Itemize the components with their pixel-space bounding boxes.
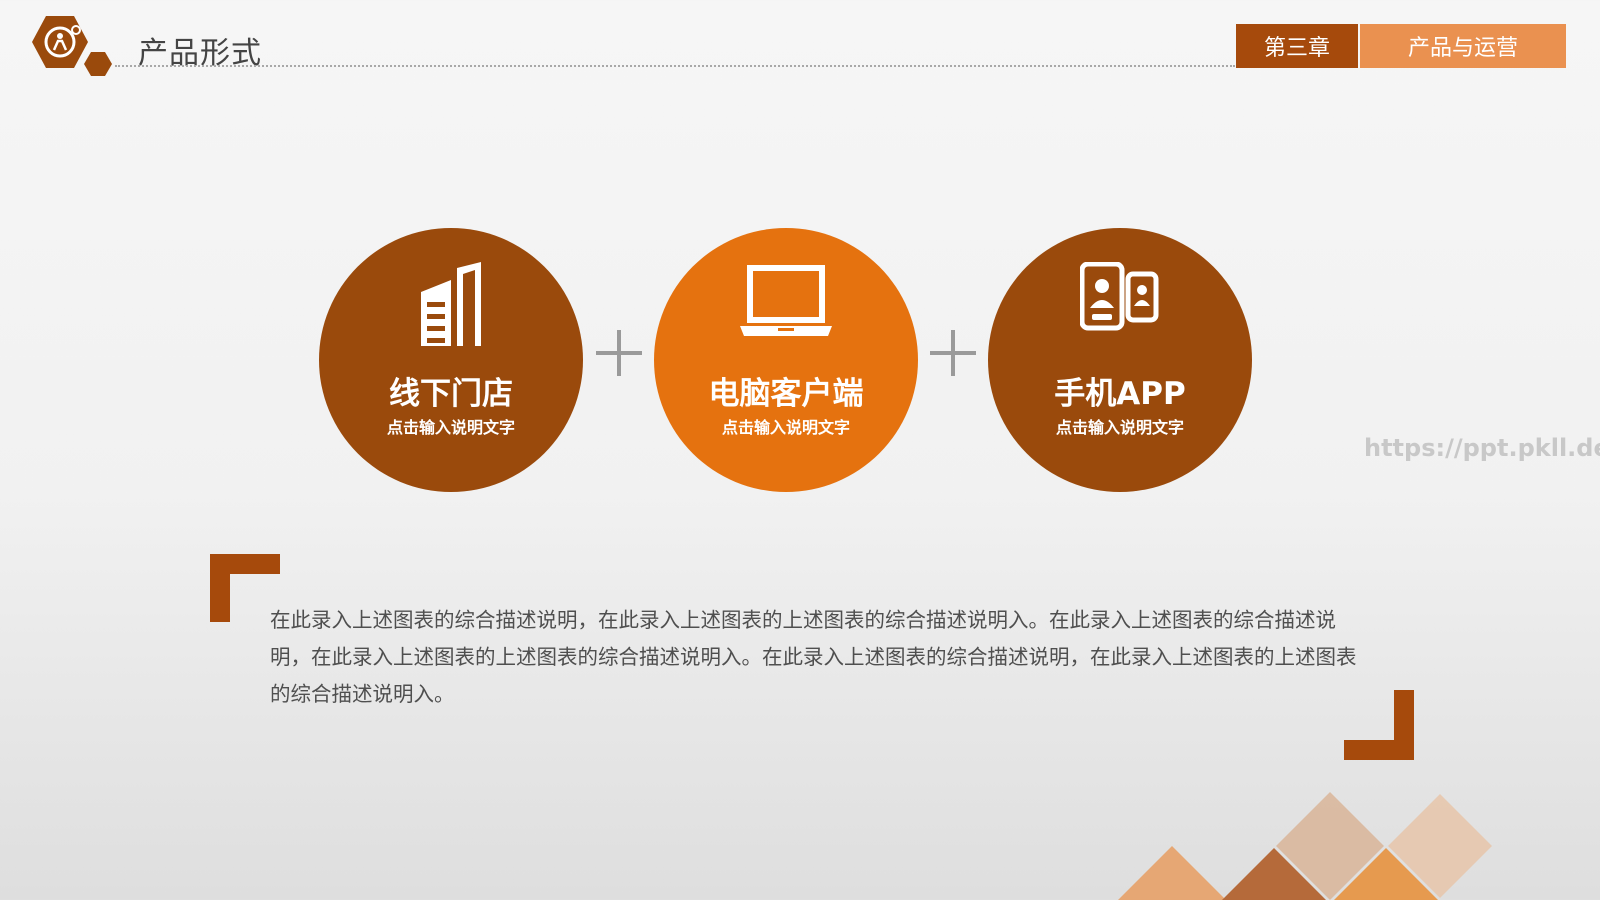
form-pc-client[interactable]: 电脑客户端 点击输入说明文字 <box>654 228 918 492</box>
laptop-icon <box>740 265 832 336</box>
logo-icon <box>32 16 112 76</box>
form-offline-store[interactable]: 线下门店 点击输入说明文字 <box>319 228 583 492</box>
phone-contact-icon <box>1080 262 1159 331</box>
building-icon <box>421 262 481 346</box>
form-subtitle: 点击输入说明文字 <box>1055 418 1184 437</box>
form-title: 电脑客户端 <box>708 376 864 412</box>
close-bracket-decoration <box>1344 690 1414 760</box>
description-text: 在此录入上述图表的综合描述说明，在此录入上述图表的上述图表的综合描述说明入。在此… <box>270 608 1357 706</box>
watermark: https://ppt.pkll.de <box>1364 434 1600 462</box>
chapter-label: 第三章 <box>1236 24 1358 68</box>
form-title: 手机APP <box>1054 376 1186 412</box>
form-mobile-app[interactable]: 手机APP 点击输入说明文字 <box>988 228 1252 492</box>
form-title: 线下门店 <box>389 376 513 412</box>
section-label: 产品与运营 <box>1360 24 1566 68</box>
form-subtitle: 点击输入说明文字 <box>386 418 515 437</box>
title-divider <box>115 65 1235 67</box>
open-bracket-decoration <box>210 554 280 622</box>
plus-icon <box>930 330 976 376</box>
form-subtitle: 点击输入说明文字 <box>721 418 850 437</box>
plus-icon <box>596 330 642 376</box>
